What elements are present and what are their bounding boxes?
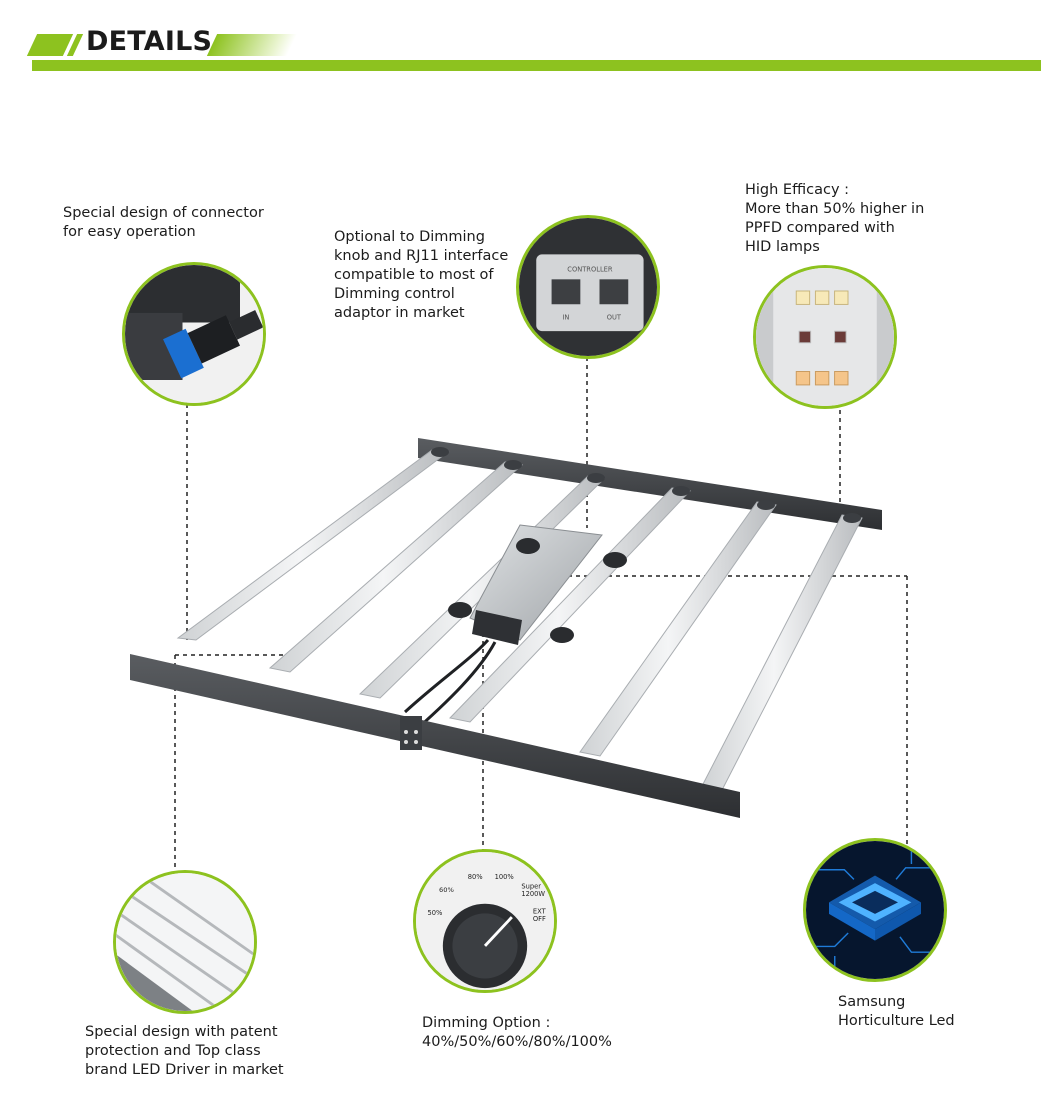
- controller-ports-image: CONTROLLER IN OUT: [516, 215, 660, 359]
- dimmer-knob-image: 50% 60% 80% 100% Super 1200W EXT OFF: [413, 849, 557, 993]
- knob-label-super: Super: [521, 882, 541, 890]
- connector-detail-image: [122, 262, 266, 406]
- led-driver-profile-image: [113, 870, 257, 1014]
- page-title: DETAILS: [86, 26, 213, 57]
- controller-title: CONTROLLER: [567, 266, 613, 274]
- header-accent-right: [206, 34, 298, 56]
- knob-label-1200w: 1200W: [521, 890, 545, 898]
- port-out-label: OUT: [607, 314, 622, 322]
- connector-callout: Special design of connector for easy ope…: [63, 205, 264, 240]
- led-chips-image: [753, 265, 897, 409]
- dimming-option-callout: Dimming Option : 40%/50%/60%/80%/100%: [422, 1015, 612, 1050]
- knob-label-80: 80%: [468, 873, 483, 881]
- samsung-callout: Samsung Horticulture Led: [838, 994, 955, 1029]
- knob-label-50: 50%: [428, 909, 443, 917]
- knob-label-100: 100%: [495, 873, 514, 881]
- efficacy-callout: High Efficacy : More than 50% higher in …: [745, 182, 925, 255]
- samsung-chip-image: [803, 838, 947, 982]
- knob-label-60: 60%: [439, 886, 454, 894]
- header-accent-left: [26, 34, 74, 56]
- knob-label-off: OFF: [533, 915, 546, 923]
- driver-callout: Special design with patent protection an…: [85, 1024, 284, 1078]
- knob-label-ext: EXT: [533, 907, 547, 915]
- dimming-interface-callout: Optional to Dimming knob and RJ11 interf…: [334, 229, 509, 321]
- header-rule: [32, 60, 1041, 71]
- port-in-label: IN: [562, 314, 569, 322]
